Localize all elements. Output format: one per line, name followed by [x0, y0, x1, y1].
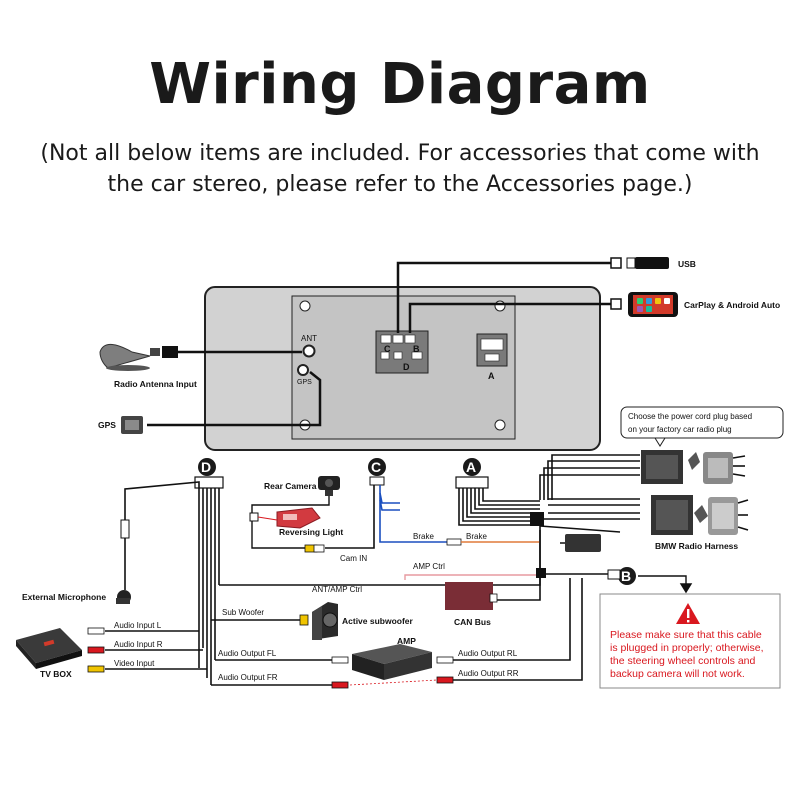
reversing-light-icon	[249, 507, 321, 529]
external-microphone-icon	[116, 519, 131, 604]
sub-woofer-wire-label: Sub Woofer	[222, 608, 264, 617]
radio-antenna-icon	[99, 344, 178, 371]
gps-wire	[147, 371, 322, 427]
svg-text:D: D	[201, 459, 211, 475]
harness-c	[325, 476, 447, 549]
rear-camera-icon	[251, 476, 340, 553]
port-c-label: C	[384, 344, 391, 354]
gps-antenna-label: GPS	[98, 420, 116, 430]
can-bus-label: CAN Bus	[454, 617, 491, 627]
ant-amp-ctrl-label: ANT/AMP Ctrl	[312, 585, 362, 594]
connector-a-badge: A	[463, 458, 481, 476]
subwoofer-icon	[299, 602, 338, 640]
reversing-light-label: Reversing Light	[279, 527, 343, 537]
warning-icon	[676, 603, 700, 624]
connector-b-badge: B	[618, 567, 636, 585]
arrow-icon	[638, 575, 693, 594]
radio-antenna-label: Radio Antenna Input	[114, 379, 197, 389]
gps-antenna-icon	[121, 416, 143, 434]
page-title: Wiring Diagram	[149, 52, 651, 117]
svg-text:is plugged in properly; otherw: is plugged in properly; otherwise,	[610, 642, 764, 654]
gps-port-label: GPS	[297, 379, 312, 386]
audio-input-l-label: Audio Input L	[114, 621, 162, 630]
usb-label: USB	[678, 259, 696, 269]
amp-icon	[352, 644, 432, 680]
amp-label: AMP	[397, 636, 416, 646]
svg-text:B: B	[621, 568, 631, 584]
svg-text:A: A	[466, 459, 476, 475]
power-cord-plug-icon	[641, 450, 746, 484]
gps-port-icon	[297, 364, 309, 376]
amp-ctrl-wire	[404, 574, 540, 580]
tv-box-label: TV BOX	[40, 669, 72, 679]
svg-text:the steering wheel controls an: the steering wheel controls and	[610, 655, 755, 667]
video-input-label: Video Input	[114, 659, 155, 668]
audio-output-fl-label: Audio Output FL	[218, 649, 277, 658]
port-d-label: D	[403, 362, 410, 372]
brake-left-label: Brake	[413, 532, 434, 541]
active-subwoofer-label: Active subwoofer	[342, 616, 414, 626]
audio-output-fr-label: Audio Output FR	[218, 673, 278, 682]
connector-c-badge: C	[368, 458, 386, 476]
svg-text:Choose the power cord plug bas: Choose the power cord plug based	[628, 412, 752, 421]
harness-junction-b	[536, 568, 546, 578]
bmw-harness-label: BMW Radio Harness	[655, 541, 738, 551]
brake-right-label: Brake	[466, 532, 487, 541]
warning-box: Please make sure that this cable is plug…	[599, 593, 781, 689]
svg-text:Please make sure that this cab: Please make sure that this cable	[610, 629, 762, 641]
phone-icon	[610, 292, 678, 317]
carplay-label: CarPlay & Android Auto	[684, 300, 780, 310]
ant-port-label: ANT	[301, 334, 317, 343]
external-microphone-label: External Microphone	[22, 592, 106, 602]
port-a-label: A	[488, 371, 495, 381]
ant-port-icon	[302, 344, 316, 358]
audio-output-rr-label: Audio Output RR	[458, 669, 519, 678]
amp-rca-plugs	[331, 656, 454, 689]
port-b-label: B	[413, 344, 420, 354]
connector-d-badge: D	[198, 458, 216, 476]
audio-output-rl-label: Audio Output RL	[458, 649, 518, 658]
svg-text:C: C	[371, 459, 381, 475]
usb-dongle-icon	[610, 257, 669, 269]
rear-output-wires	[453, 578, 583, 681]
harness-junction	[530, 512, 544, 526]
page-subtitle: (Not all below items are included. For a…	[40, 141, 760, 197]
harness-a	[455, 454, 640, 601]
rear-camera-label: Rear Camera	[264, 481, 317, 491]
brake-plug	[446, 538, 540, 546]
harness-d	[105, 476, 541, 686]
rca-plugs-tvbox	[87, 627, 105, 673]
amp-ctrl-label: AMP Ctrl	[413, 562, 445, 571]
svg-text:backup camera will not work.: backup camera will not work.	[610, 668, 745, 680]
usb-wire	[396, 261, 612, 333]
head-unit: ANT GPS C B D A	[204, 286, 601, 451]
audio-input-r-label: Audio Input R	[114, 640, 163, 649]
cam-in-label: Cam IN	[340, 554, 367, 563]
inline-fuse-box	[560, 534, 601, 552]
can-bus-icon	[445, 582, 498, 610]
connector-b-plug	[607, 569, 621, 580]
svg-text:on your factory car radio plug: on your factory car radio plug	[628, 425, 732, 434]
carplay-wire	[408, 302, 612, 333]
tv-box-icon	[16, 628, 82, 669]
power-cord-callout: Choose the power cord plug based on your…	[620, 406, 784, 447]
bmw-harness-icon	[651, 495, 749, 535]
